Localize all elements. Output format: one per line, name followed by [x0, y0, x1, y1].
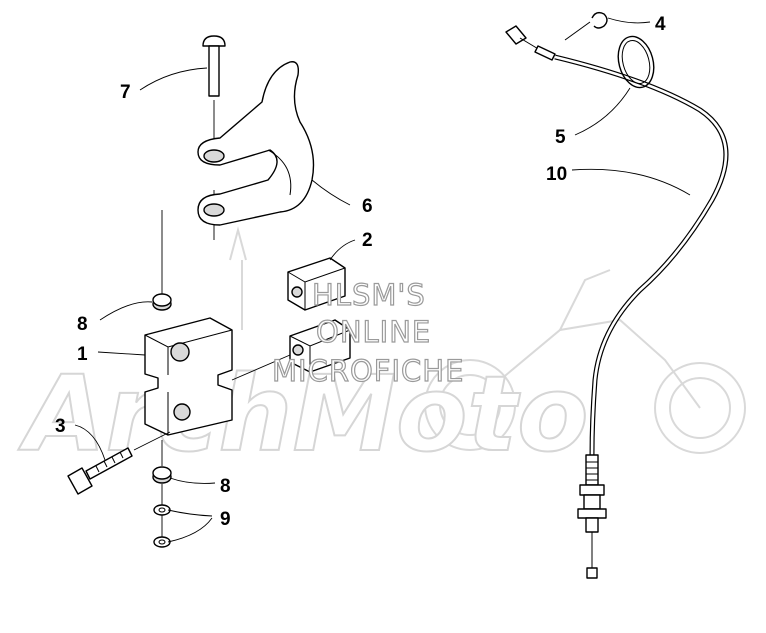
leader-line-3 [74, 424, 106, 461]
callout-4: 4 [655, 14, 666, 35]
bolt-part-3 [67, 447, 133, 495]
callout-3: 3 [55, 416, 66, 437]
clamp-part-2 [287, 257, 351, 373]
leader-line-2 [329, 239, 356, 261]
leader-line-8-lower [169, 477, 216, 484]
callout-8-lower: 8 [220, 476, 231, 497]
axis-line-bolt [133, 431, 171, 451]
callout-7: 7 [120, 82, 131, 103]
leader-line-6 [311, 179, 351, 206]
cable-part-10 [505, 25, 729, 579]
callout-2: 2 [362, 230, 373, 251]
shim-part-9 [153, 504, 171, 548]
callout-6: 6 [362, 196, 373, 217]
callout-10: 10 [546, 164, 567, 185]
leader-line-8-upper [99, 301, 153, 321]
leader-line-4 [607, 17, 651, 24]
watermark-motorcycle-illustration [229, 226, 746, 454]
clip-part-4 [564, 11, 608, 41]
leader-line-1 [97, 351, 146, 356]
callout-1: 1 [77, 344, 88, 365]
leader-line-9 [167, 509, 213, 543]
leader-line-10 [571, 168, 691, 196]
callout-9: 9 [220, 509, 231, 530]
callout-8-upper: 8 [77, 314, 88, 335]
watermark-line-2: ONLINE [316, 315, 431, 349]
housing-part-1 [144, 317, 233, 436]
watermark-line-3: MICROFICHE [272, 354, 464, 388]
washer-part-8-upper [152, 293, 172, 311]
washer-part-8-lower [152, 466, 172, 484]
axis-line-clamp [231, 354, 291, 381]
leader-line-5 [574, 87, 631, 136]
lever-part-6 [197, 61, 315, 226]
leader-line-7 [139, 67, 208, 91]
callout-5: 5 [555, 127, 566, 148]
watermark-line-1: HLSM'S [312, 278, 426, 312]
cable-tie-part-5 [617, 35, 655, 89]
pin-part-7 [202, 35, 226, 97]
watermark-brand-text: ArchMoto [18, 353, 589, 475]
